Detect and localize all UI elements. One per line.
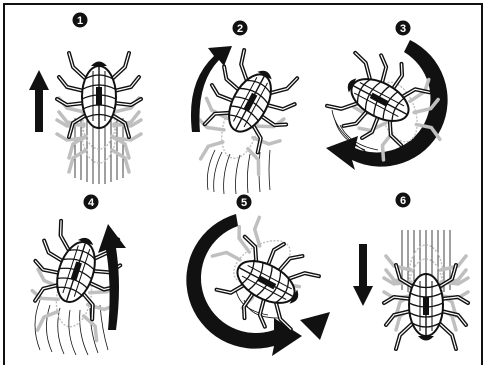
step-2: 2 bbox=[189, 21, 308, 195]
step-6-badge: 6 bbox=[396, 193, 411, 208]
step-1-number: 1 bbox=[77, 15, 83, 27]
step-4-number: 4 bbox=[88, 197, 95, 209]
step-2-motion-trail bbox=[207, 150, 270, 194]
arrow-down-icon bbox=[353, 244, 373, 306]
circular-arrow-head-icon bbox=[300, 312, 330, 340]
step-2-badge: 2 bbox=[233, 21, 248, 36]
step-3-badge: 3 bbox=[396, 21, 411, 36]
curved-arrow-clockwise-icon bbox=[98, 224, 126, 330]
step-6-number: 6 bbox=[400, 195, 406, 207]
step-5-badge: 5 bbox=[237, 195, 252, 210]
step-1-badge: 1 bbox=[73, 13, 88, 28]
step-6-robot-icon bbox=[384, 265, 468, 349]
step-4-badge: 4 bbox=[84, 195, 99, 210]
step-4: 4 bbox=[24, 195, 130, 356]
step-6: 6 bbox=[353, 193, 468, 350]
step-2-number: 2 bbox=[237, 23, 243, 35]
step-3-number: 3 bbox=[400, 23, 406, 35]
step-3: 3 bbox=[321, 21, 451, 171]
arrow-up-icon bbox=[29, 70, 49, 132]
step-5-number: 5 bbox=[241, 197, 247, 209]
step-1: 1 bbox=[29, 13, 141, 185]
step-5: 5 bbox=[186, 195, 330, 357]
